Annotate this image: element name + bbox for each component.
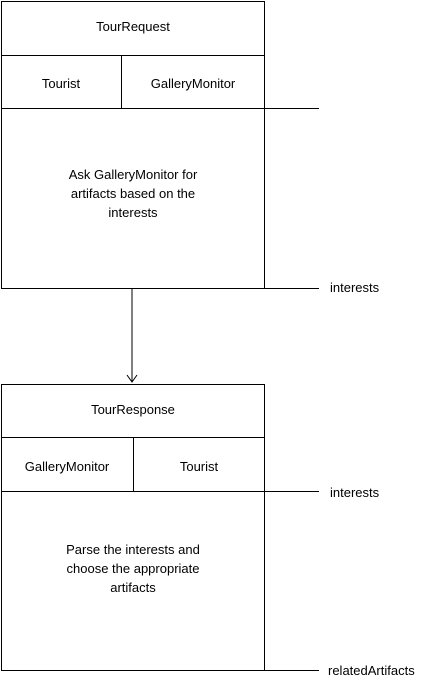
request-role-divider (121, 55, 122, 108)
tour-response-block (1, 384, 265, 671)
response-role-divider (133, 437, 134, 491)
request-out-param: interests (330, 280, 380, 295)
response-description: Parse the interests and choose the appro… (66, 542, 200, 595)
tour-request-block (1, 1, 265, 289)
response-title: TourResponse (91, 402, 175, 417)
request-title-divider (1, 55, 265, 56)
response-sender: GalleryMonitor (24, 459, 110, 474)
response-out-param: relatedArtifacts (328, 663, 415, 678)
response-in-param: interests (330, 485, 380, 500)
request-title: TourRequest (96, 19, 170, 34)
request-receiver: GalleryMonitor (150, 76, 236, 91)
request-sender: Tourist (41, 76, 81, 91)
request-description: Ask GalleryMonitor for artifacts based o… (68, 167, 198, 220)
response-receiver: Tourist (179, 459, 219, 474)
response-out-line (265, 670, 319, 671)
response-roles-bottom-line (1, 491, 319, 492)
request-out-line (200, 288, 319, 289)
request-roles-bottom-line (1, 108, 319, 109)
